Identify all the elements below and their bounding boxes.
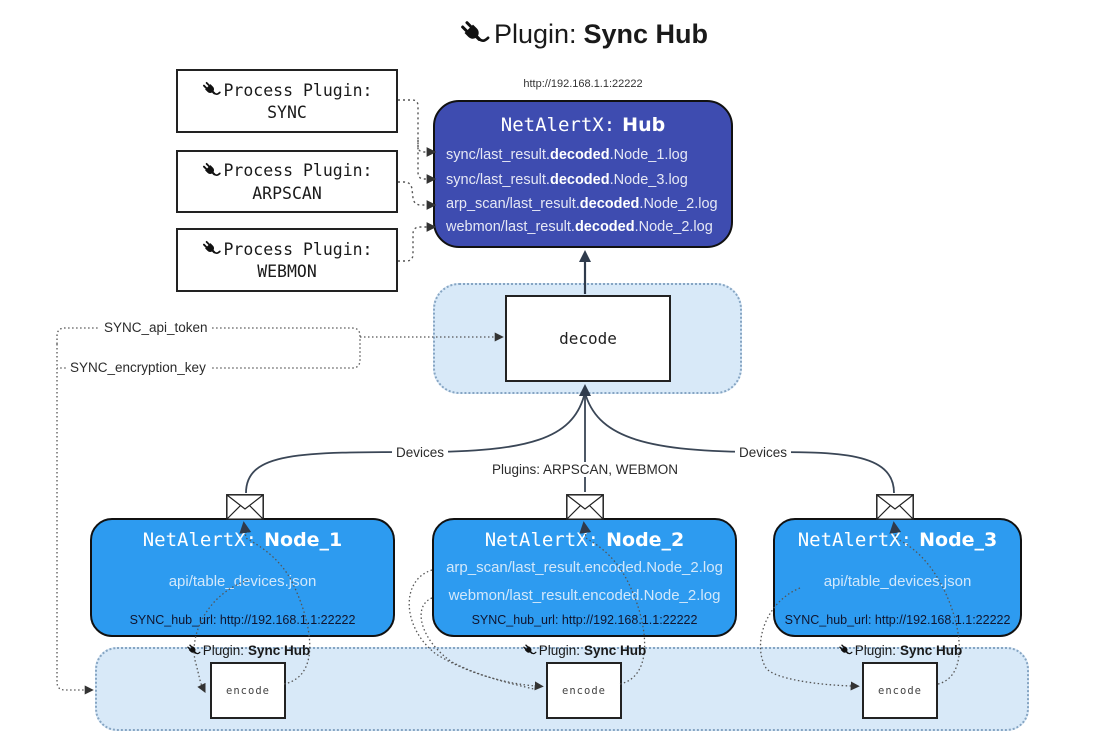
sync-encryption-key-label: SYNC_encryption_key (66, 360, 210, 375)
process-plugin-sync: Process Plugin: SYNC (176, 69, 398, 133)
netalertx-node2-box: NetAlertX:Node_2 arp_scan/last_result.en… (432, 518, 737, 637)
netalertx-hub-box: NetAlertX: Hub sync/last_result.decoded.… (433, 100, 733, 248)
encode-plugin-label: Plugin:Sync Hub (186, 643, 310, 658)
hub-title-name: Hub (622, 114, 666, 136)
plug-icon (201, 161, 222, 181)
envelope-icon (566, 494, 604, 520)
process-plugin-webmon: Process Plugin: WEBMON (176, 228, 398, 292)
netalertx-node1-box: NetAlertX:Node_1 api/table_devices.json … (90, 518, 395, 637)
hub-file-row: sync/last_result.decoded.Node_1.log (446, 147, 688, 163)
process-plugin-name: WEBMON (257, 262, 317, 281)
node-file: webmon/last_result.encoded.Node_2.log (448, 587, 721, 604)
process-plugin-arpscan: Process Plugin: ARPSCAN (176, 150, 398, 213)
devices-label-right: Devices (734, 445, 792, 460)
encode-plugin-label: Plugin:Sync Hub (522, 643, 646, 658)
plug-icon (522, 643, 537, 658)
hub-url-label: http://192.168.1.1:22222 (523, 78, 643, 90)
encode-box: encode (210, 662, 286, 719)
plug-icon (201, 239, 222, 259)
node-title: NetAlertX:Node_3 (797, 529, 998, 551)
node-file: api/table_devices.json (823, 573, 972, 590)
plug-icon (186, 643, 201, 658)
node-title: NetAlertX:Node_2 (484, 529, 685, 551)
decode-box: decode (505, 295, 671, 382)
hub-file-list: sync/last_result.decoded.Node_1.log sync… (435, 143, 731, 239)
decode-label: decode (559, 329, 617, 348)
plug-icon (838, 643, 853, 658)
hub-title: NetAlertX: Hub (435, 114, 731, 136)
plug-icon (201, 80, 222, 100)
node-hub-url: SYNC_hub_url: http://192.168.1.1:22222 (129, 613, 356, 627)
plug-icon (458, 18, 490, 50)
process-plugin-name: ARPSCAN (252, 183, 322, 203)
netalertx-node3-box: NetAlertX:Node_3 api/table_devices.json … (773, 518, 1022, 637)
envelope-icon (226, 494, 264, 520)
encode-plugin-label: Plugin:Sync Hub (838, 643, 962, 658)
node-file: api/table_devices.json (168, 573, 317, 590)
process-plugin-label: Process Plugin: (223, 161, 373, 180)
page-title: Plugin: Sync Hub (458, 18, 708, 50)
hub-file-row: webmon/last_result.decoded.Node_2.log (446, 219, 713, 235)
node-hub-url: SYNC_hub_url: http://192.168.1.1:22222 (784, 613, 1011, 627)
encode-box: encode (862, 662, 938, 719)
node-file: arp_scan/last_result.encoded.Node_2.log (446, 559, 723, 576)
devices-label-left: Devices (391, 445, 449, 460)
plugins-label: Plugins: ARPSCAN, WEBMON (487, 462, 683, 477)
process-plugin-label: Process Plugin: (223, 80, 373, 100)
hub-title-prefix: NetAlertX: (500, 114, 616, 136)
hub-file-row: sync/last_result.decoded.Node_3.log (446, 172, 688, 188)
node-title: NetAlertX:Node_1 (142, 529, 343, 551)
process-plugin-label: Process Plugin: (223, 239, 373, 259)
encode-box: encode (546, 662, 622, 719)
sync-api-token-label: SYNC_api_token (100, 320, 212, 335)
process-plugin-name: SYNC (267, 103, 307, 122)
node-hub-url: SYNC_hub_url: http://192.168.1.1:22222 (471, 613, 698, 627)
page-title-prefix: Plugin: (493, 18, 577, 49)
envelope-icon (876, 494, 914, 520)
hub-file-row: arp_scan/last_result.decoded.Node_2.log (446, 196, 718, 212)
page-title-name: Sync Hub (583, 18, 709, 49)
